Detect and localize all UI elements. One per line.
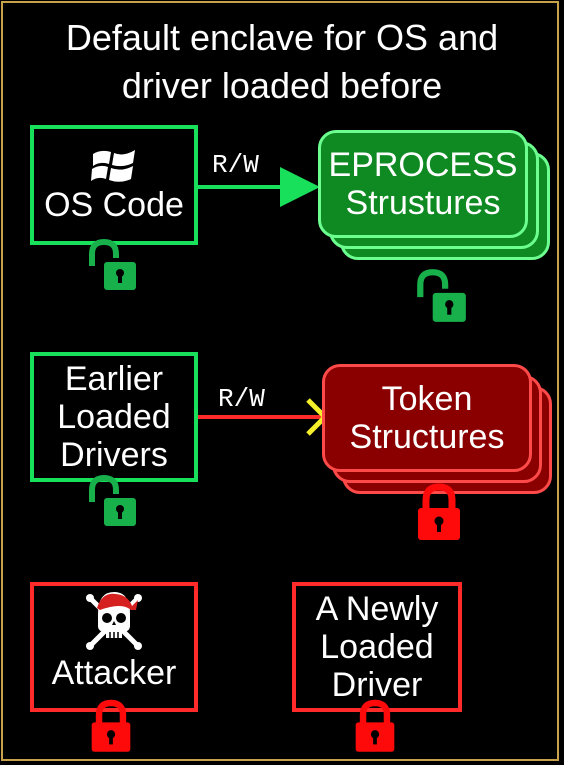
- attacker-label: Attacker: [51, 654, 177, 692]
- eprocess-card-front: [318, 130, 528, 238]
- os-code-label: OS Code: [44, 186, 184, 224]
- token-stack: Token Structures: [322, 364, 554, 496]
- earlier-drivers-label: Earlier Loaded Drivers: [57, 360, 171, 474]
- os-code-unlocked-padlock-icon: [89, 238, 136, 290]
- token-label: Token Structures: [349, 380, 505, 456]
- token-card-front: [322, 364, 532, 472]
- os-code-box: OS Code: [30, 125, 198, 245]
- windows-logo-icon: [91, 150, 135, 182]
- new-driver-box: A Newly Loaded Driver: [292, 582, 462, 712]
- rw-label-top: R/W: [212, 150, 259, 180]
- token-locked-padlock-icon: [418, 483, 460, 540]
- earlier-drivers-box: Earlier Loaded Drivers: [30, 352, 198, 482]
- earlier-drivers-unlocked-padlock-icon: [89, 474, 136, 526]
- diagram-title: Default enclave for OS and driver loaded…: [65, 17, 499, 106]
- eprocess-label: EPROCESS Strustures: [328, 146, 518, 222]
- new-driver-locked-padlock-icon: [355, 699, 395, 752]
- rw-label-middle: R/W: [218, 384, 265, 414]
- new-driver-label: A Newly Loaded Driver: [315, 590, 439, 704]
- attacker-box: Attacker: [30, 582, 198, 712]
- attacker-locked-padlock-icon: [91, 699, 131, 752]
- pirate-skull-icon: [86, 592, 142, 650]
- eprocess-stack: EPROCESS Strustures: [318, 130, 554, 262]
- eprocess-unlocked-padlock-icon: [417, 269, 466, 322]
